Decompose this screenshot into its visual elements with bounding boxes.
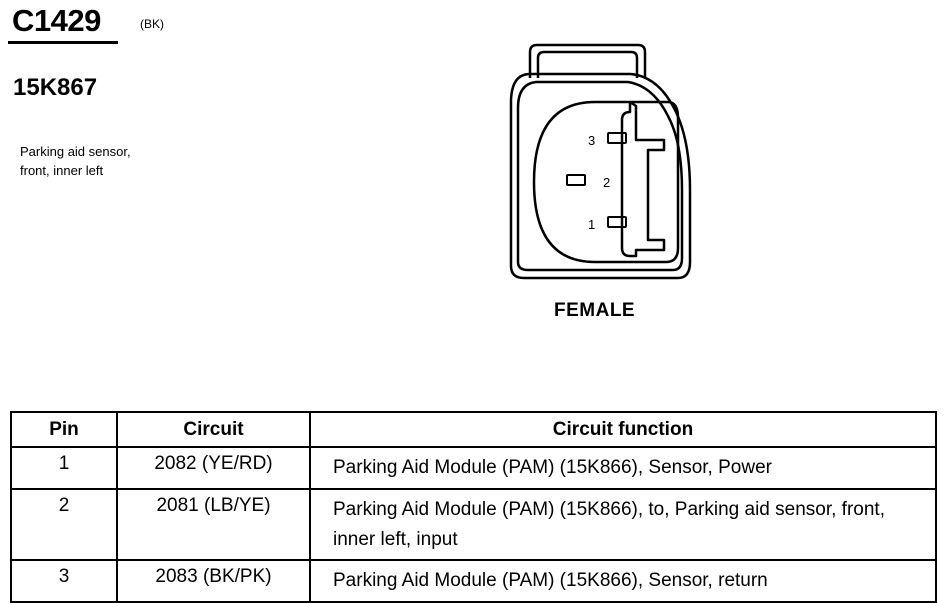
pin-2-label: 2 [603, 175, 610, 190]
header-circuit: Circuit [116, 411, 311, 448]
connector-latch [528, 43, 647, 78]
connector-pin-insert [620, 100, 666, 258]
table-row: 2 2081 (LB/YE) Parking Aid Module (PAM) … [10, 488, 937, 561]
connector-cavity [532, 100, 680, 264]
cell-pin: 2 [10, 488, 118, 561]
connector-housing-outer [509, 72, 692, 280]
cell-circuit: 2082 (YE/RD) [116, 446, 311, 490]
connector-id: C1429 [12, 3, 101, 38]
header-pin: Pin [10, 411, 118, 448]
connector-gender: FEMALE [554, 300, 636, 321]
pin-2-terminal [566, 174, 586, 186]
header-circuit-function: Circuit function [309, 411, 937, 448]
cell-circuit: 2081 (LB/YE) [116, 488, 311, 561]
table-header-row: Pin Circuit Circuit function [10, 411, 937, 448]
cell-circuit: 2083 (BK/PK) [116, 559, 311, 603]
table-row: 3 2083 (BK/PK) Parking Aid Module (PAM) … [10, 559, 937, 603]
part-number: 15K867 [13, 74, 98, 101]
pin-table: Pin Circuit Circuit function 1 2082 (YE/… [10, 411, 937, 603]
description-line-2: front, inner left [20, 163, 104, 178]
connector-latch-inner [536, 50, 639, 78]
connector-id-underline [8, 41, 118, 44]
connector-color-code: (BK) [140, 17, 164, 31]
connector-description: Parking aid sensor, front, inner left [20, 142, 220, 180]
pin-3-terminal [607, 132, 627, 144]
connector-face-diagram: 3 2 1 [509, 43, 692, 280]
pin-1-terminal [607, 216, 627, 228]
cell-circuit-function: Parking Aid Module (PAM) (15K866), to, P… [309, 488, 937, 561]
pin-1-label: 1 [588, 217, 595, 232]
cell-pin: 1 [10, 446, 118, 490]
cell-circuit-function: Parking Aid Module (PAM) (15K866), Senso… [309, 559, 937, 603]
pin-3-label: 3 [588, 133, 595, 148]
connector-housing-middle [516, 80, 684, 272]
cell-circuit-function: Parking Aid Module (PAM) (15K866), Senso… [309, 446, 937, 490]
table-row: 1 2082 (YE/RD) Parking Aid Module (PAM) … [10, 446, 937, 490]
cell-pin: 3 [10, 559, 118, 603]
description-line-1: Parking aid sensor, [20, 144, 131, 159]
